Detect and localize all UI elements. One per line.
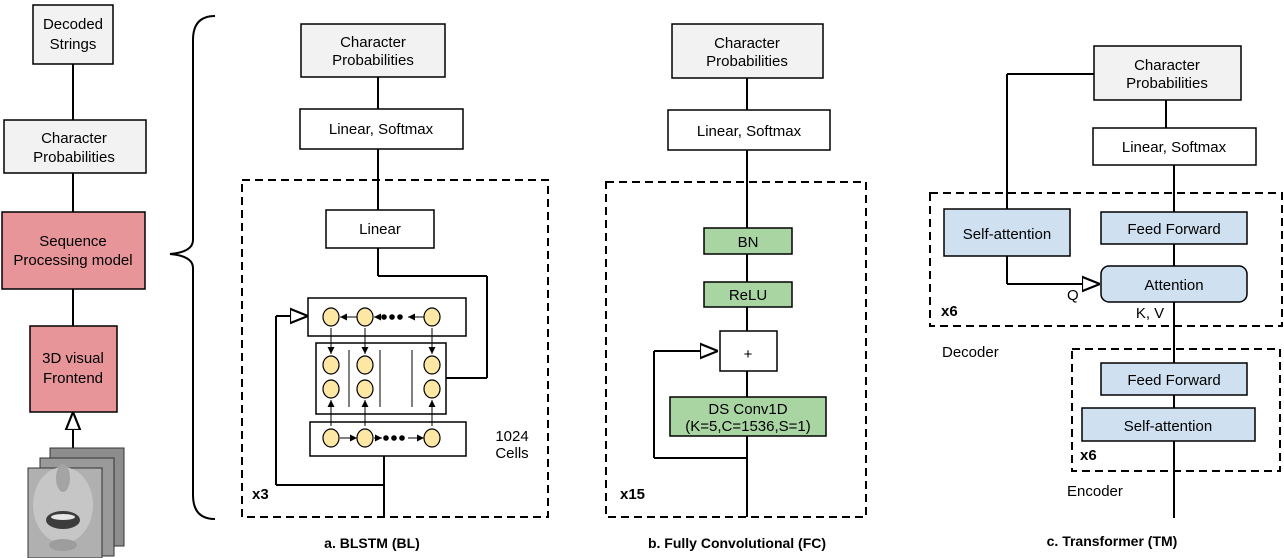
svg-text:Self-attention: Self-attention [963, 226, 1051, 243]
lstm-cell [356, 307, 374, 327]
fc-char-probs-box: Character Probabilities [671, 23, 824, 79]
decoder-repeat-label: x6 [941, 303, 958, 320]
encoder-repeat-label: x6 [1080, 447, 1097, 464]
key-value-label: K, V [1136, 305, 1164, 322]
tm-caption: c. Transformer (TM) [1047, 533, 1178, 549]
svg-text:Linear, Softmax: Linear, Softmax [697, 123, 802, 140]
tm-panel: Character Probabilities Linear, Softmax … [929, 45, 1283, 549]
bn-box: BN [703, 227, 793, 255]
lstm-middle-block [315, 342, 447, 415]
frontend-line-1: 3D visual [42, 350, 104, 367]
decoded-strings-line-1: Decoded [43, 16, 103, 33]
query-label: Q [1067, 287, 1079, 304]
lstm-cell [322, 307, 340, 327]
tm-linear-softmax-box: Linear, Softmax [1092, 127, 1257, 166]
fc-caption: b. Fully Convolutional (FC) [648, 535, 826, 551]
ds-conv1d-line-1: DS Conv1D [708, 401, 787, 418]
svg-text:Linear, Softmax: Linear, Softmax [329, 121, 434, 138]
sequence-model-box: Sequence Processing model [1, 211, 146, 290]
blstm-linear-softmax-box: Linear, Softmax [299, 108, 464, 150]
blstm-repeat-label: x3 [252, 486, 269, 503]
relu-box: ReLU [703, 281, 793, 308]
encoder-label: Encoder [1067, 483, 1123, 500]
svg-text:Feed Forward: Feed Forward [1127, 221, 1220, 238]
attention-box: Attention [1100, 265, 1248, 303]
cells-count-line-1: 1024 [495, 428, 528, 445]
lstm-cell [322, 379, 340, 399]
blstm-caption: a. BLSTM (BL) [324, 535, 420, 551]
lstm-ellipsis-dots [381, 314, 405, 441]
tm-char-probs-box: Character Probabilities [1093, 45, 1242, 101]
lstm-cell [423, 355, 441, 375]
sequence-model-line-2: Processing model [13, 252, 132, 269]
svg-text:BN: BN [738, 234, 759, 251]
encoder-repeat-region [1071, 348, 1281, 472]
blstm-repeat-region [241, 179, 549, 518]
residual-add-box: + [719, 330, 778, 372]
decoded-strings-line-2: Strings [50, 36, 97, 53]
blstm-char-probs-line-2: Probabilities [332, 52, 414, 69]
blstm-linear-box: Linear [325, 209, 435, 249]
blstm-char-probs-line-1: Character [340, 34, 406, 51]
fc-repeat-region [605, 181, 867, 518]
lstm-cell [322, 355, 340, 375]
pipeline-char-probs-line-2: Probabilities [33, 149, 115, 166]
sequence-model-line-1: Sequence [39, 233, 107, 250]
fc-repeat-label: x15 [620, 486, 645, 503]
blstm-panel: Character Probabilities Linear, Softmax … [241, 23, 549, 551]
encoder-feed-forward-box: Feed Forward [1100, 362, 1248, 396]
lstm-cell [356, 355, 374, 375]
decoded-strings-box: Decoded Strings [32, 4, 114, 65]
decoder-self-attention-box: Self-attention [943, 208, 1071, 257]
frontend-box: 3D visual Frontend [29, 325, 118, 413]
lstm-cell [423, 307, 441, 327]
cells-count-line-2: Cells [495, 445, 528, 462]
svg-text:Feed Forward: Feed Forward [1127, 372, 1220, 389]
pipeline-char-probs-box: Character Probabilities [3, 119, 147, 174]
lstm-cells [322, 307, 441, 448]
decoder-repeat-region [929, 192, 1283, 327]
tm-char-probs-line-1: Character [1134, 57, 1200, 74]
frontend-line-2: Frontend [43, 370, 103, 387]
fc-linear-softmax-box: Linear, Softmax [667, 109, 831, 151]
encoder-self-attention-box: Self-attention [1081, 407, 1256, 442]
fc-panel: Character Probabilities Linear, Softmax … [605, 23, 867, 551]
pipeline: Decoded Strings Character Probabilities … [1, 4, 216, 558]
svg-text:Linear: Linear [359, 221, 401, 238]
svg-text:ReLU: ReLU [729, 287, 767, 304]
lstm-cell [423, 379, 441, 399]
pipeline-char-probs-line-1: Character [41, 130, 107, 147]
lstm-cell [356, 379, 374, 399]
blstm-char-probs-box: Character Probabilities [300, 23, 446, 78]
decoder-feed-forward-box: Feed Forward [1100, 211, 1248, 245]
face-frames-image [27, 447, 125, 558]
lstm-cell [356, 428, 374, 448]
svg-text:Attention: Attention [1144, 277, 1203, 294]
ds-conv1d-box: DS Conv1D (K=5,C=1536,S=1) [669, 396, 827, 437]
svg-text:Self-attention: Self-attention [1124, 418, 1212, 435]
lstm-cell [322, 428, 340, 448]
tm-char-probs-line-2: Probabilities [1126, 75, 1208, 92]
svg-text:+: + [744, 346, 753, 363]
fc-char-probs-line-1: Character [714, 35, 780, 52]
ds-conv1d-line-2: (K=5,C=1536,S=1) [685, 418, 811, 435]
lstm-cell [423, 428, 441, 448]
brace [169, 15, 216, 520]
svg-text:Linear, Softmax: Linear, Softmax [1122, 139, 1227, 156]
decoder-label: Decoder [942, 344, 999, 361]
fc-char-probs-line-2: Probabilities [706, 53, 788, 70]
